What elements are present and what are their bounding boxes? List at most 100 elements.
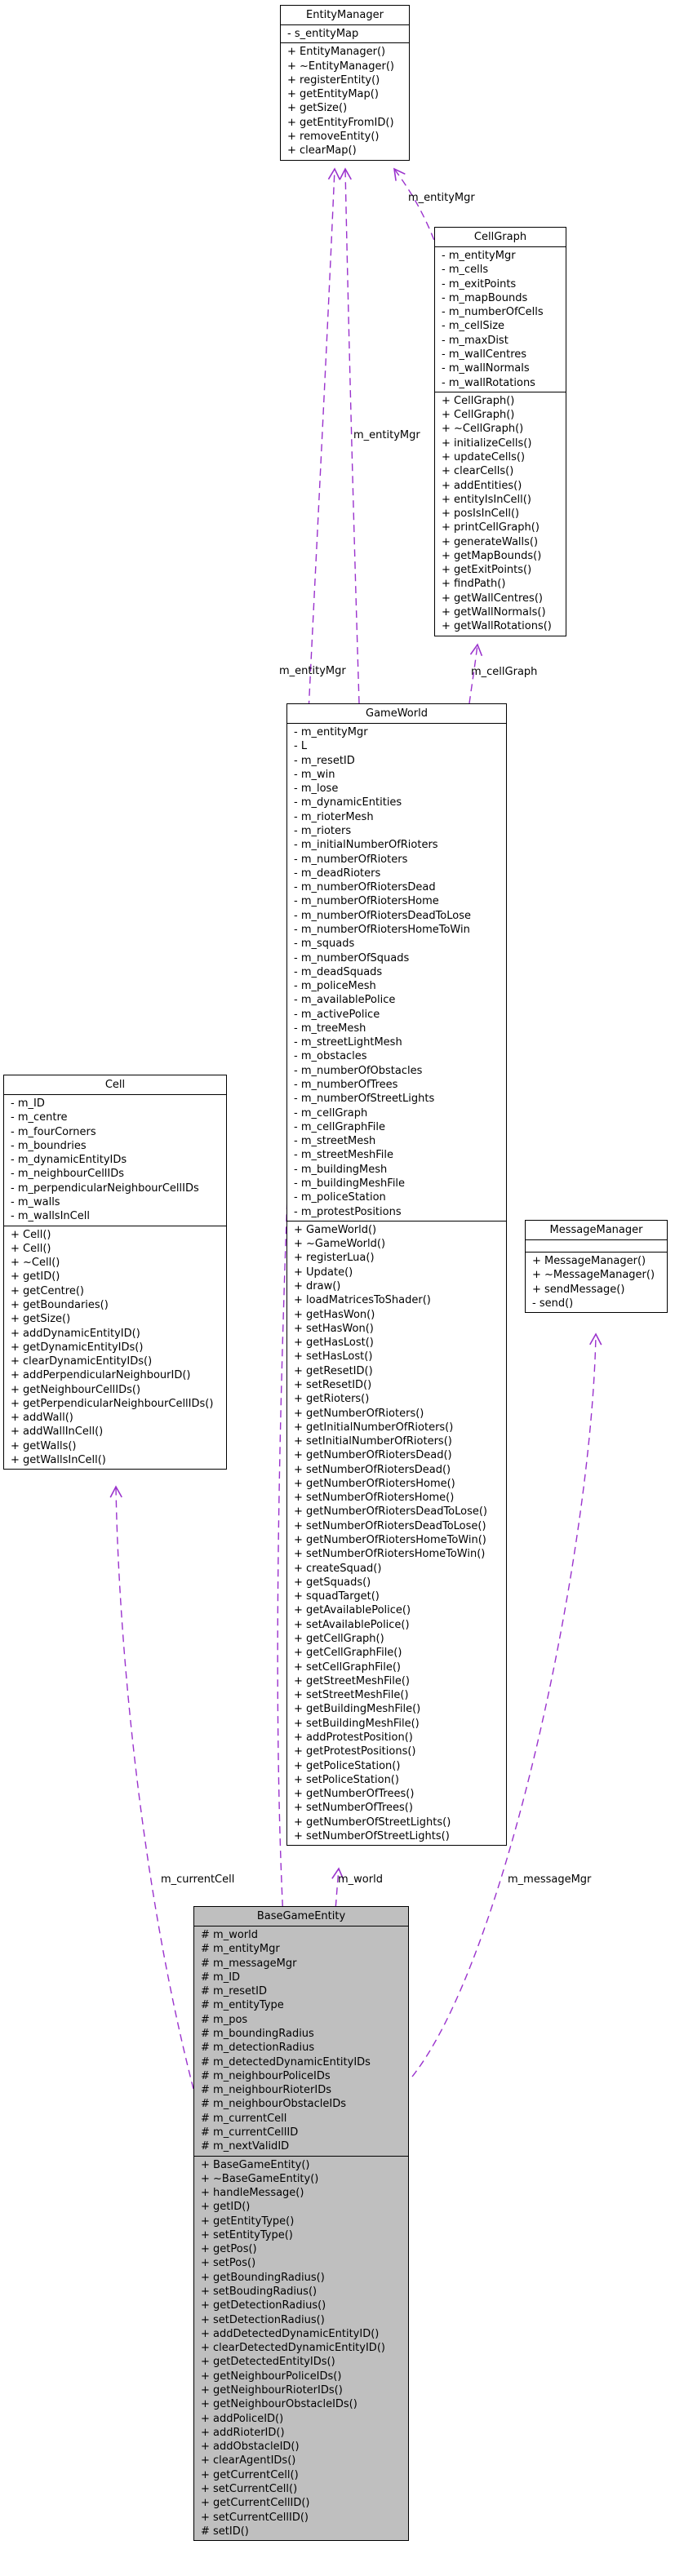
method: + updateCells()	[442, 450, 526, 463]
attribute: - m_rioters	[294, 824, 352, 837]
method: + setNumberOfTrees()	[294, 1802, 413, 1815]
attribute: - m_wallNormals	[442, 362, 530, 375]
attribute: - L	[294, 740, 308, 753]
method: + getID()	[11, 1270, 60, 1284]
methods-compartment: + CellGraph()+ CellGraph()+ ~CellGraph()…	[435, 391, 566, 636]
method: + setCurrentCellID()	[201, 2511, 309, 2524]
attribute: - m_treeMesh	[294, 1022, 366, 1035]
attribute: - m_dynamicEntities	[294, 796, 402, 809]
attribute: - m_wallRotations	[442, 376, 535, 389]
attribute: - m_cellGraphFile	[294, 1120, 385, 1133]
method: + getEntityFromID()	[287, 116, 394, 129]
method: # setID()	[201, 2525, 249, 2538]
method: + getNumberOfRiotersDead()	[294, 1449, 452, 1462]
method: + setDetectionRadius()	[201, 2313, 325, 2326]
method: + ~CellGraph()	[442, 423, 524, 436]
method: + getNumberOfRioters()	[294, 1407, 424, 1420]
attribute: - m_fourCorners	[11, 1125, 96, 1138]
attribute: - m_lose	[294, 783, 339, 796]
method: + getNumberOfRiotersHome()	[294, 1477, 455, 1490]
attribute: - m_numberOfSquads	[294, 951, 410, 964]
attribute: - m_wallCentres	[442, 348, 527, 361]
method: + ~BaseGameEntity()	[201, 2172, 319, 2185]
method: + getCellGraphFile()	[294, 1647, 402, 1660]
method: + addObstacleID()	[201, 2441, 300, 2454]
method: + setHasWon()	[294, 1322, 374, 1335]
method: + getResetID()	[294, 1364, 373, 1377]
edge-label-baseentity-entitymgr: m_entityMgr	[279, 665, 346, 677]
method: + getCurrentCellID()	[201, 2497, 310, 2510]
attribute: - m_neighbourCellIDs	[11, 1168, 125, 1181]
attributes-compartment: # m_world# m_entityMgr# m_messageMgr# m_…	[194, 1926, 408, 2156]
method: + getProtestPositions()	[294, 1745, 416, 1758]
method: + setCurrentCell()	[201, 2482, 298, 2495]
attribute: - m_numberOfObstacles	[294, 1064, 423, 1077]
method: + getNumberOfTrees()	[294, 1788, 415, 1801]
attribute: - m_deadRioters	[294, 867, 381, 880]
method: + getDetectionRadius()	[201, 2299, 326, 2312]
attribute: # m_pos	[201, 2013, 248, 2026]
edge-label-baseentity-cell: m_currentCell	[161, 1873, 235, 1886]
method: + setEntityType()	[201, 2228, 293, 2241]
method: + MessageManager()	[532, 1255, 646, 1267]
method: + handleMessage()	[201, 2187, 304, 2200]
method: + getWallNormals()	[442, 606, 546, 619]
method: + findPath()	[442, 578, 506, 591]
method: + initializeCells()	[442, 437, 532, 450]
method: + BaseGameEntity()	[201, 2158, 310, 2171]
class-entity-manager: EntityManager- s_entityMap+ EntityManage…	[280, 5, 410, 161]
method: + setPoliceStation()	[294, 1773, 399, 1786]
method: + Update()	[294, 1266, 353, 1279]
method: + getInitialNumberOfRioters()	[294, 1421, 454, 1434]
methods-compartment: + GameWorld()+ ~GameWorld()+ registerLua…	[287, 1220, 506, 1845]
attributes-compartment: - m_entityMgr- m_cells- m_exitPoints- m_…	[435, 247, 566, 392]
method: + getStreetMeshFile()	[294, 1674, 410, 1687]
method: + setNumberOfRiotersHome()	[294, 1492, 455, 1505]
method: + addDetectedDynamicEntityID()	[201, 2327, 380, 2340]
attribute: - m_centre	[11, 1111, 68, 1124]
attribute: # m_entityMgr	[201, 1943, 280, 1956]
method: + getHasLost()	[294, 1337, 374, 1350]
attribute: - m_resetID	[294, 754, 355, 767]
method: + setNumberOfRiotersHomeToWin()	[294, 1548, 486, 1561]
method: + clearMap()	[287, 144, 357, 157]
edge-baseentity-to-messagemanager	[411, 1332, 602, 2077]
edge-gameworld-to-cellgraph	[469, 643, 483, 704]
method: + loadMatricesToShader()	[294, 1294, 431, 1307]
class-name: MessageManager	[526, 1221, 667, 1240]
class-name: EntityManager	[281, 6, 409, 25]
attribute: # m_neighbourPoliceIDs	[201, 2069, 331, 2082]
attribute: - m_activePolice	[294, 1008, 380, 1021]
method: + setAvailablePolice()	[294, 1618, 410, 1631]
method: + getHasWon()	[294, 1308, 375, 1321]
method: + ~MessageManager()	[532, 1269, 655, 1282]
method: + clearDynamicEntityIDs()	[11, 1355, 153, 1368]
method: + getWalls()	[11, 1439, 77, 1452]
attribute: - m_numberOfRiotersDead	[294, 881, 436, 894]
attribute: - m_numberOfCells	[442, 306, 544, 319]
method: + getRioters()	[294, 1393, 370, 1406]
edge-label-baseentity-messagemgr: m_messageMgr	[508, 1873, 592, 1886]
attribute: - m_boundries	[11, 1139, 87, 1152]
attribute: # m_resetID	[201, 1985, 267, 1998]
class-message-manager: MessageManager + MessageManager() + ~Messa…	[525, 1220, 668, 1314]
method: + setNumberOfRiotersDeadToLose()	[294, 1519, 486, 1532]
class-name: BaseGameEntity	[194, 1907, 408, 1926]
method: + getPos()	[201, 2243, 257, 2256]
attribute: - m_numberOfTrees	[294, 1079, 398, 1092]
edge-label-gameworld-cellgraph: m_cellGraph	[471, 666, 538, 678]
attribute: - m_win	[294, 768, 335, 781]
method: + setResetID()	[294, 1378, 372, 1391]
attribute: - m_numberOfRiotersHome	[294, 895, 439, 908]
method: + getWallCentres()	[442, 592, 543, 605]
method: + getCentre()	[11, 1284, 84, 1297]
method: + getID()	[201, 2201, 251, 2214]
method: + getMapBounds()	[442, 549, 542, 562]
method: + CellGraph()	[442, 409, 515, 422]
method: + getNeighbourPoliceIDs()	[201, 2370, 342, 2383]
edge-baseentity-to-cell	[109, 1485, 194, 2090]
method: + getDynamicEntityIDs()	[11, 1341, 144, 1354]
methods-compartment: + EntityManager()+ ~EntityManager()+ reg…	[281, 42, 409, 159]
method: + setStreetMeshFile()	[294, 1689, 409, 1702]
method: + registerEntity()	[287, 73, 380, 86]
